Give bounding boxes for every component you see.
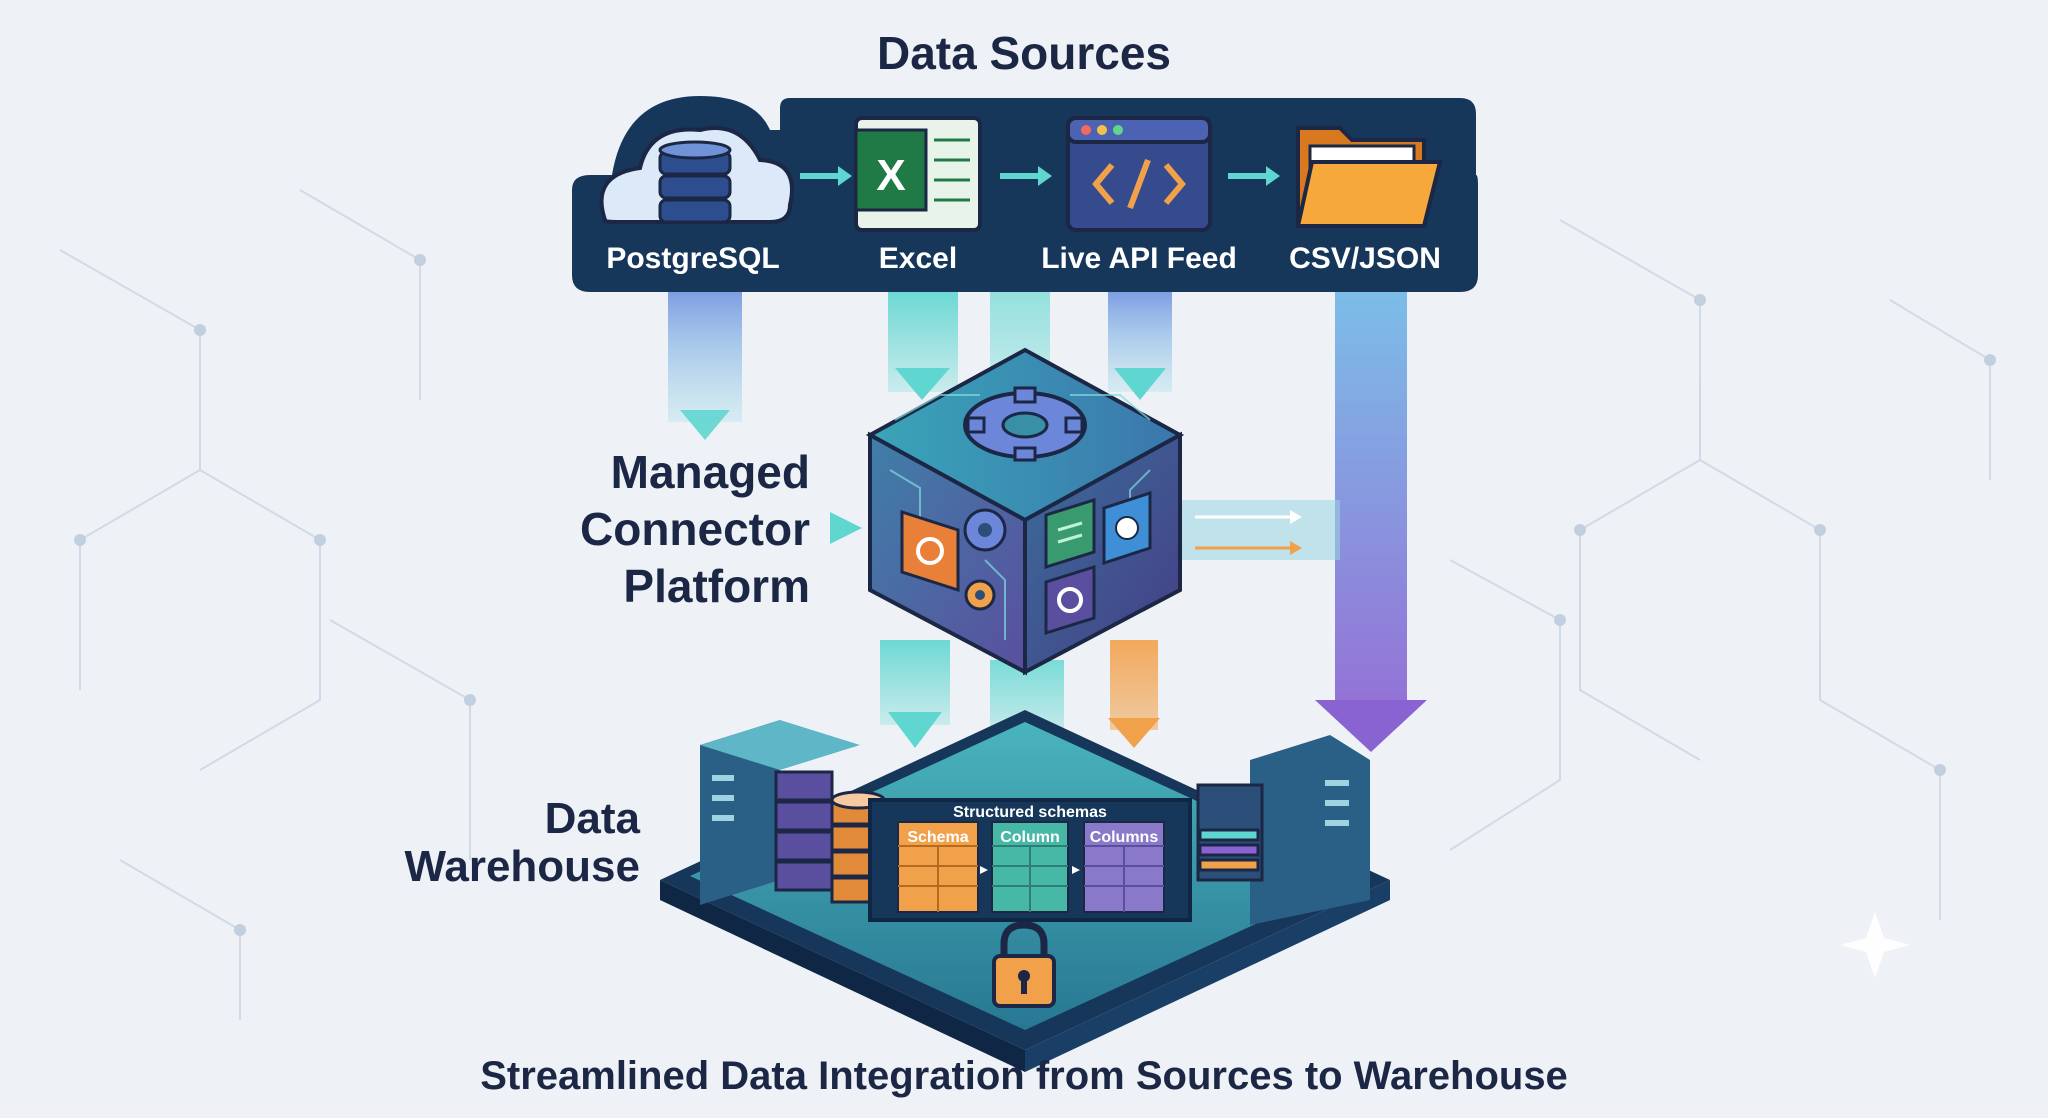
warehouse-line-2: Warehouse [404, 842, 640, 891]
sparkle-icon [1840, 912, 1910, 978]
gear-icon [963, 386, 1087, 462]
source-label-csv: CSV/JSON [1289, 242, 1441, 275]
schema-table [897, 821, 979, 913]
source-label-excel: Excel [878, 242, 958, 275]
code-window-icon [1066, 116, 1212, 232]
sync-icon [900, 509, 960, 593]
column-label: Column [1000, 829, 1060, 846]
columns-label: Columns [1090, 829, 1159, 846]
cloud-database-icon [599, 126, 794, 224]
lock-icon [992, 921, 1056, 1008]
flow-arrows [668, 292, 1427, 770]
svg-text:X: X [876, 151, 905, 200]
warehouse-label: Data Warehouse [404, 795, 640, 891]
gear-small-icon [963, 508, 1007, 611]
columns-table [1083, 821, 1165, 913]
source-label-postgresql: PostgreSQL [606, 242, 780, 275]
platform-line-1: Managed [610, 446, 810, 498]
refresh-tile-icon [1044, 564, 1096, 636]
schema-label: Schema [907, 829, 968, 846]
source-chain-arrows [800, 166, 1280, 186]
background-network [59, 189, 1991, 1020]
column-table [991, 821, 1069, 913]
sources-banner [572, 96, 1478, 292]
platform-line-3: Platform [623, 560, 810, 612]
warehouse-line-1: Data [544, 794, 640, 843]
settings-tile-icon [1102, 490, 1152, 566]
panel-title: Structured schemas [953, 804, 1107, 821]
folder-icon [1295, 126, 1443, 228]
platform-label: Managed Connector Platform [580, 444, 810, 615]
page-title: Data Sources [876, 27, 1171, 79]
platform-line-2: Connector [580, 503, 810, 555]
connector-cube [865, 347, 1185, 676]
excel-icon: X [854, 116, 982, 232]
source-label-api: Live API Feed [1041, 242, 1237, 275]
schema-panel [868, 798, 1192, 922]
caption: Streamlined Data Integration from Source… [480, 1054, 1568, 1098]
code-tile-icon [1044, 497, 1096, 570]
